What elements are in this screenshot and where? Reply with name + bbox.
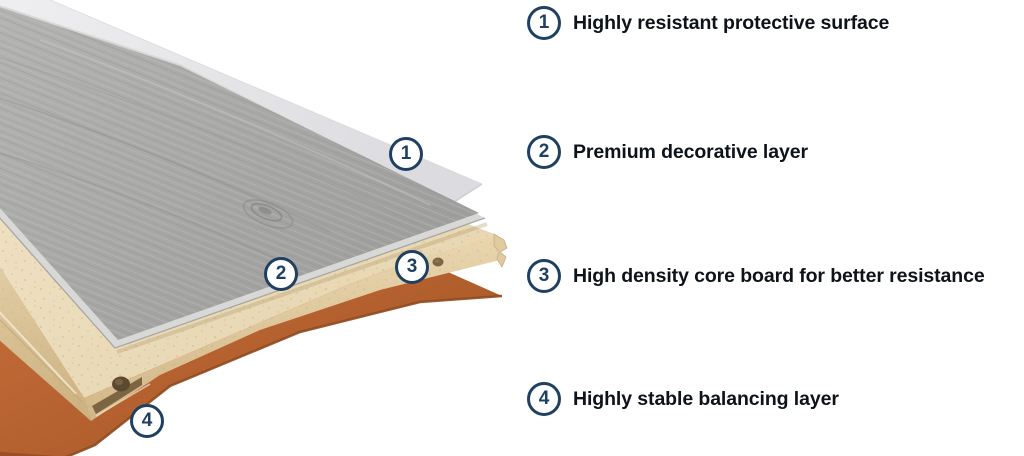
core-step-highlight <box>0 311 77 395</box>
core-notch <box>432 257 444 267</box>
legend-item-2: 2 Premium decorative layer <box>527 135 808 169</box>
legend-badge-2: 2 <box>527 135 561 169</box>
flooring-diagram: 1 2 3 4 <box>0 0 508 456</box>
core-groove <box>92 376 151 417</box>
legend-label-3: High density core board for better resis… <box>573 264 985 287</box>
legend-label-1: Highly resistant protective surface <box>573 11 890 34</box>
diagram-marker-4: 4 <box>130 404 164 438</box>
legend-item-4: 4 Highly stable balancing layer <box>527 382 839 416</box>
plank-shadow <box>116 222 488 354</box>
legend-item-1: 1 Highly resistant protective surface <box>527 6 889 40</box>
core-step-shadow <box>0 318 83 403</box>
diagram-marker-2: 2 <box>264 257 298 291</box>
legend-badge-1: 1 <box>527 6 561 40</box>
legend-badge-3: 3 <box>527 259 561 293</box>
flooring-diagram-svg <box>0 0 508 456</box>
diagram-marker-1: 1 <box>389 137 423 171</box>
legend-label-4: Highly stable balancing layer <box>573 387 839 410</box>
legend-item-3: 3 High density core board for better res… <box>527 259 985 293</box>
diagram-marker-3: 3 <box>395 250 429 284</box>
legend-label-2: Premium decorative layer <box>573 140 808 163</box>
core-tongue-profile <box>493 233 508 268</box>
legend-badge-4: 4 <box>527 382 561 416</box>
wood-knot <box>242 199 294 229</box>
